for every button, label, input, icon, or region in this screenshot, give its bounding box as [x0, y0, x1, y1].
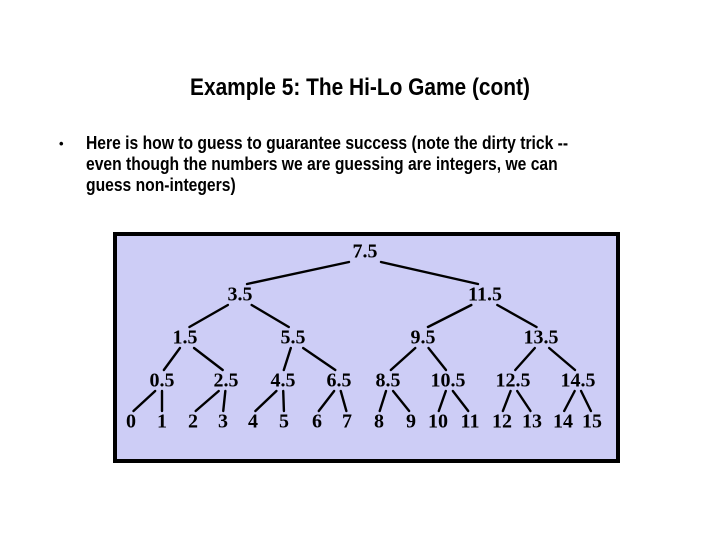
tree-node-4: 4: [248, 410, 258, 433]
tree-node-13.5: 13.5: [523, 326, 559, 349]
tree-node-11: 11: [460, 410, 480, 433]
tree-node-7.5: 7.5: [352, 240, 378, 263]
tree-node-3: 3: [218, 410, 228, 433]
bullet-line-3: guess non-integers): [86, 175, 236, 195]
tree-node-12.5: 12.5: [495, 369, 531, 392]
tree-node-1: 1: [157, 410, 167, 433]
tree-node-9.5: 9.5: [410, 326, 436, 349]
tree-node-6: 6: [312, 410, 322, 433]
bullet-line-1: Here is how to guess to guarantee succes…: [86, 133, 569, 153]
tree-node-12: 12: [492, 410, 512, 433]
tree-node-0: 0: [126, 410, 136, 433]
tree-node-5: 5: [279, 410, 289, 433]
tree-node-13: 13: [522, 410, 542, 433]
bullet-line-2: even though the numbers we are guessing …: [86, 154, 558, 174]
tree-node-14: 14: [553, 410, 573, 433]
tree-node-2.5: 2.5: [213, 369, 239, 392]
tree-node-7: 7: [342, 410, 352, 433]
bullet-text: Here is how to guess to guarantee succes…: [86, 133, 625, 196]
tree-node-8: 8: [374, 410, 384, 433]
tree-node-3.5: 3.5: [227, 283, 253, 306]
tree-node-14.5: 14.5: [560, 369, 596, 392]
tree-node-2: 2: [188, 410, 198, 433]
tree-node-10.5: 10.5: [430, 369, 466, 392]
tree-node-8.5: 8.5: [375, 369, 401, 392]
tree-node-15: 15: [582, 410, 602, 433]
slide-title: Example 5: The Hi-Lo Game (cont): [190, 74, 530, 101]
tree-node-9: 9: [406, 410, 416, 433]
bullet-marker: •: [59, 136, 64, 151]
tree-node-11.5: 11.5: [468, 283, 502, 306]
tree-node-6.5: 6.5: [326, 369, 352, 392]
tree-node-10: 10: [428, 410, 448, 433]
tree-node-4.5: 4.5: [270, 369, 296, 392]
tree-node-1.5: 1.5: [172, 326, 198, 349]
tree-node-5.5: 5.5: [280, 326, 306, 349]
tree-node-0.5: 0.5: [149, 369, 175, 392]
